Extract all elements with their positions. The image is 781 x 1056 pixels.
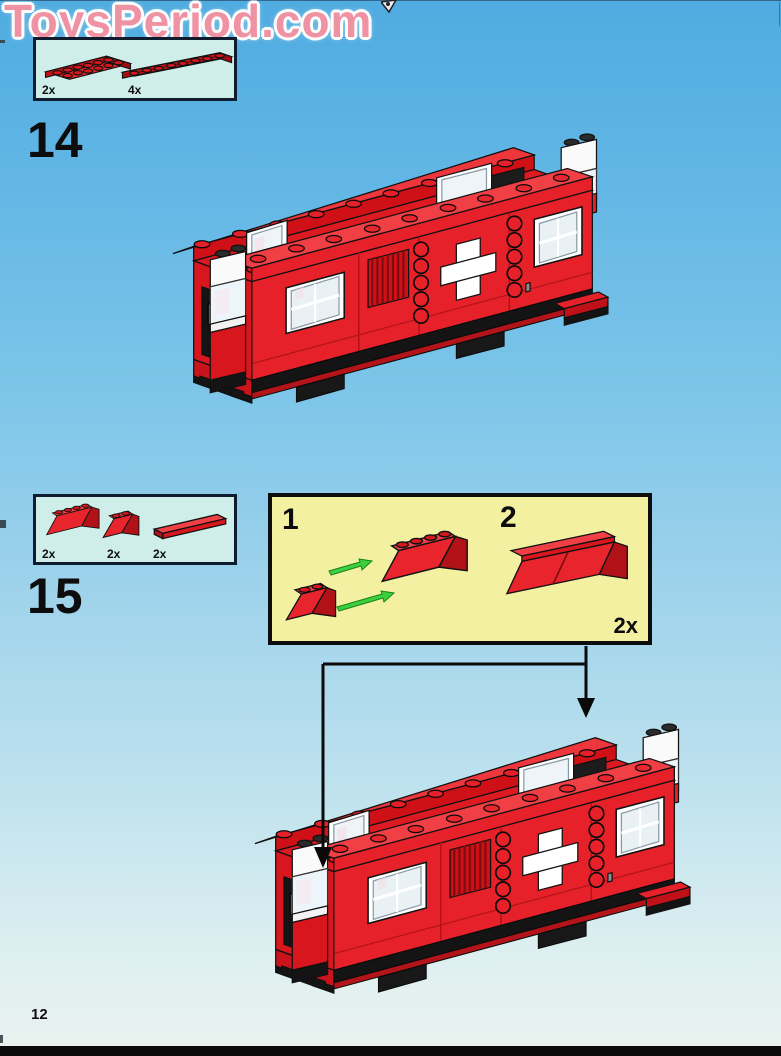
part-qty-label: 2x: [42, 547, 56, 561]
scan-artifact-tick: [0, 520, 6, 528]
step15-subassembly-callout: 1 2 2x: [268, 493, 652, 645]
part-qty-label: 2x: [42, 83, 56, 97]
scan-artifact-tick: [779, 2, 780, 26]
step14-number: 14: [27, 112, 83, 168]
subassembly-illustration: [285, 530, 629, 621]
substep2-label: 2: [500, 501, 517, 534]
part-qty-label: 4x: [128, 83, 142, 97]
step14-parts-box: 2x 4x: [33, 37, 237, 101]
part-red-slope-2x4: [46, 503, 100, 536]
watermark: ToysPeriod.com: [4, 0, 373, 47]
callout-quantity-label: 2x: [613, 613, 638, 638]
lego-model-step15: [230, 662, 692, 1020]
part-red-tile-1x8: [153, 513, 227, 540]
subassembly-slope-2x2: [285, 582, 337, 621]
step15-parts-box: 2x 2x 2x: [33, 494, 237, 565]
part-qty-label: 2x: [153, 547, 167, 561]
subassembly-slope-2x4: [381, 530, 468, 582]
part-qty-label: 2x: [107, 547, 121, 561]
subassembly-finished-wedge: [506, 530, 629, 595]
part-red-slope-2x2: [102, 510, 140, 538]
step15-parts-illustration: [46, 503, 227, 540]
bottom-scan-bar: [0, 1046, 781, 1056]
scan-artifact-glyph: [381, 0, 397, 13]
scan-artifact-tick: [0, 40, 5, 43]
part-red-plate-2x6: [44, 55, 132, 80]
scan-artifact-tick: [0, 1035, 3, 1043]
substep1-label: 1: [282, 503, 299, 536]
lego-model-step14: [148, 72, 610, 430]
page-number: 12: [31, 1006, 48, 1023]
green-assembly-arrow-icon: [328, 558, 396, 612]
step15-number: 15: [27, 568, 83, 624]
